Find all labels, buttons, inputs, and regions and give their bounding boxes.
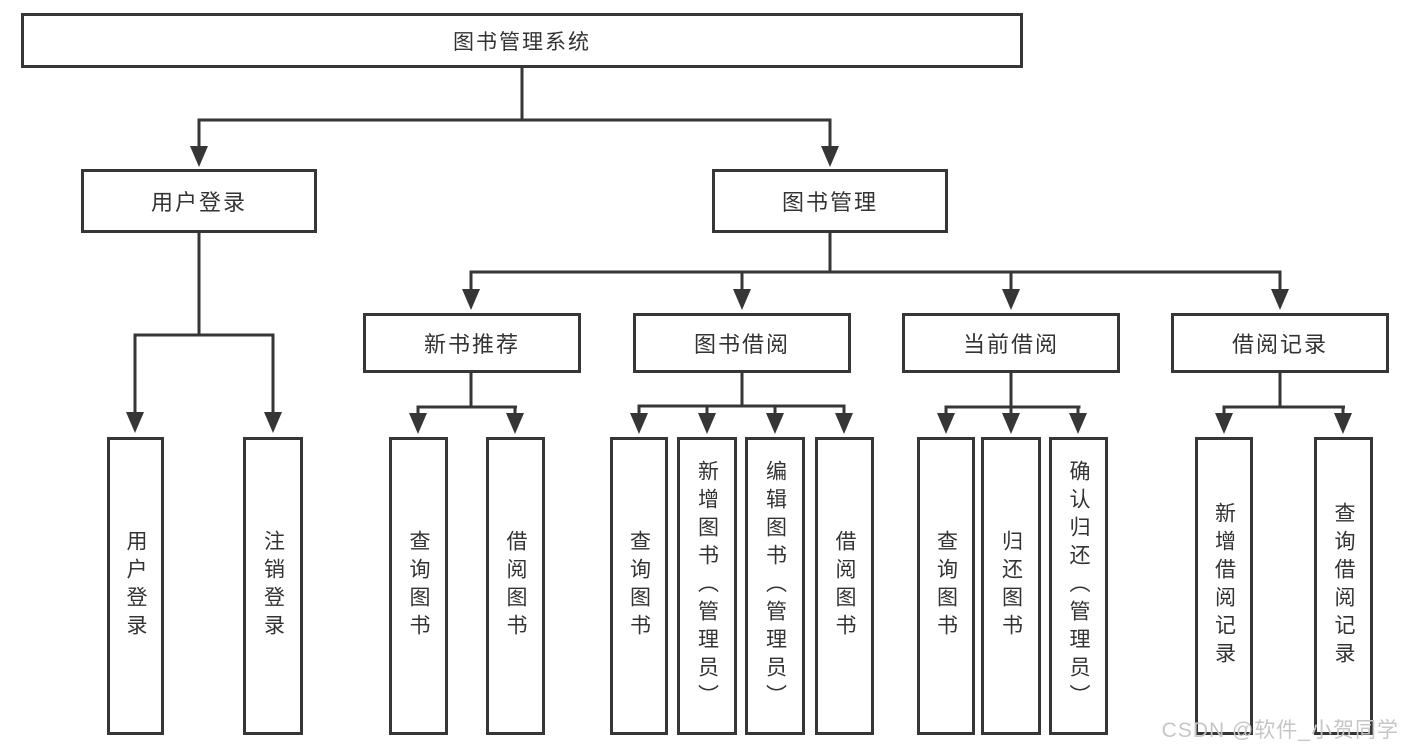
node-label: 新书推荐 bbox=[423, 332, 520, 357]
leaf-query-borrow-record: 查询借阅记录 bbox=[1314, 437, 1373, 735]
leaf-confirm-return-admin: 确认归还（管理员） bbox=[1049, 437, 1108, 735]
leaf-query-books-borrow: 查询图书 bbox=[610, 437, 668, 735]
leaf-borrow-books-recommend: 借阅图书 bbox=[486, 437, 545, 735]
node-label: 查询图书 bbox=[627, 530, 651, 642]
leaf-add-books-admin: 新增图书（管理员） bbox=[677, 437, 737, 735]
node-label: 图书管理系统 bbox=[453, 30, 591, 54]
node-label: 用户登录 bbox=[124, 530, 147, 642]
leaf-borrow-books: 借阅图书 bbox=[815, 437, 874, 735]
leaf-user-login: 用户登录 bbox=[107, 437, 164, 735]
node-root-library-system: 图书管理系统 bbox=[21, 13, 1023, 68]
leaf-logout: 注销登录 bbox=[243, 437, 303, 735]
node-user-login-module: 用户登录 bbox=[81, 169, 317, 233]
leaf-query-books-current: 查询图书 bbox=[917, 437, 975, 735]
node-label: 编辑图书（管理员） bbox=[763, 460, 787, 712]
node-label: 借阅图书 bbox=[504, 530, 527, 642]
node-label: 注销登录 bbox=[261, 530, 285, 642]
node-book-management-module: 图书管理 bbox=[712, 169, 948, 233]
node-label: 归还图书 bbox=[999, 530, 1023, 642]
node-label: 图书管理 bbox=[781, 190, 878, 215]
node-label: 查询图书 bbox=[407, 530, 430, 642]
node-label: 查询借阅记录 bbox=[1332, 502, 1355, 670]
node-label: 借阅记录 bbox=[1231, 332, 1328, 357]
node-label: 查询图书 bbox=[934, 530, 958, 642]
csdn-watermark: CSDN @软件_小贺同学 bbox=[1161, 719, 1399, 742]
node-new-book-recommend: 新书推荐 bbox=[363, 313, 581, 373]
node-label: 用户登录 bbox=[150, 190, 247, 215]
leaf-return-books: 归还图书 bbox=[981, 437, 1041, 735]
node-label: 新增借阅记录 bbox=[1212, 502, 1236, 670]
leaf-add-borrow-record: 新增借阅记录 bbox=[1195, 437, 1253, 735]
node-current-borrowing: 当前借阅 bbox=[902, 313, 1120, 373]
node-label: 确认归还（管理员） bbox=[1067, 460, 1090, 712]
node-label: 当前借阅 bbox=[962, 332, 1059, 357]
node-label: 新增图书（管理员） bbox=[695, 460, 719, 712]
node-borrow-records: 借阅记录 bbox=[1171, 313, 1389, 373]
node-book-borrowing: 图书借阅 bbox=[633, 313, 851, 373]
leaf-edit-books-admin: 编辑图书（管理员） bbox=[745, 437, 805, 735]
node-label: 图书借阅 bbox=[693, 332, 790, 357]
leaf-query-books-recommend: 查询图书 bbox=[389, 437, 448, 735]
node-label: 借阅图书 bbox=[833, 530, 856, 642]
